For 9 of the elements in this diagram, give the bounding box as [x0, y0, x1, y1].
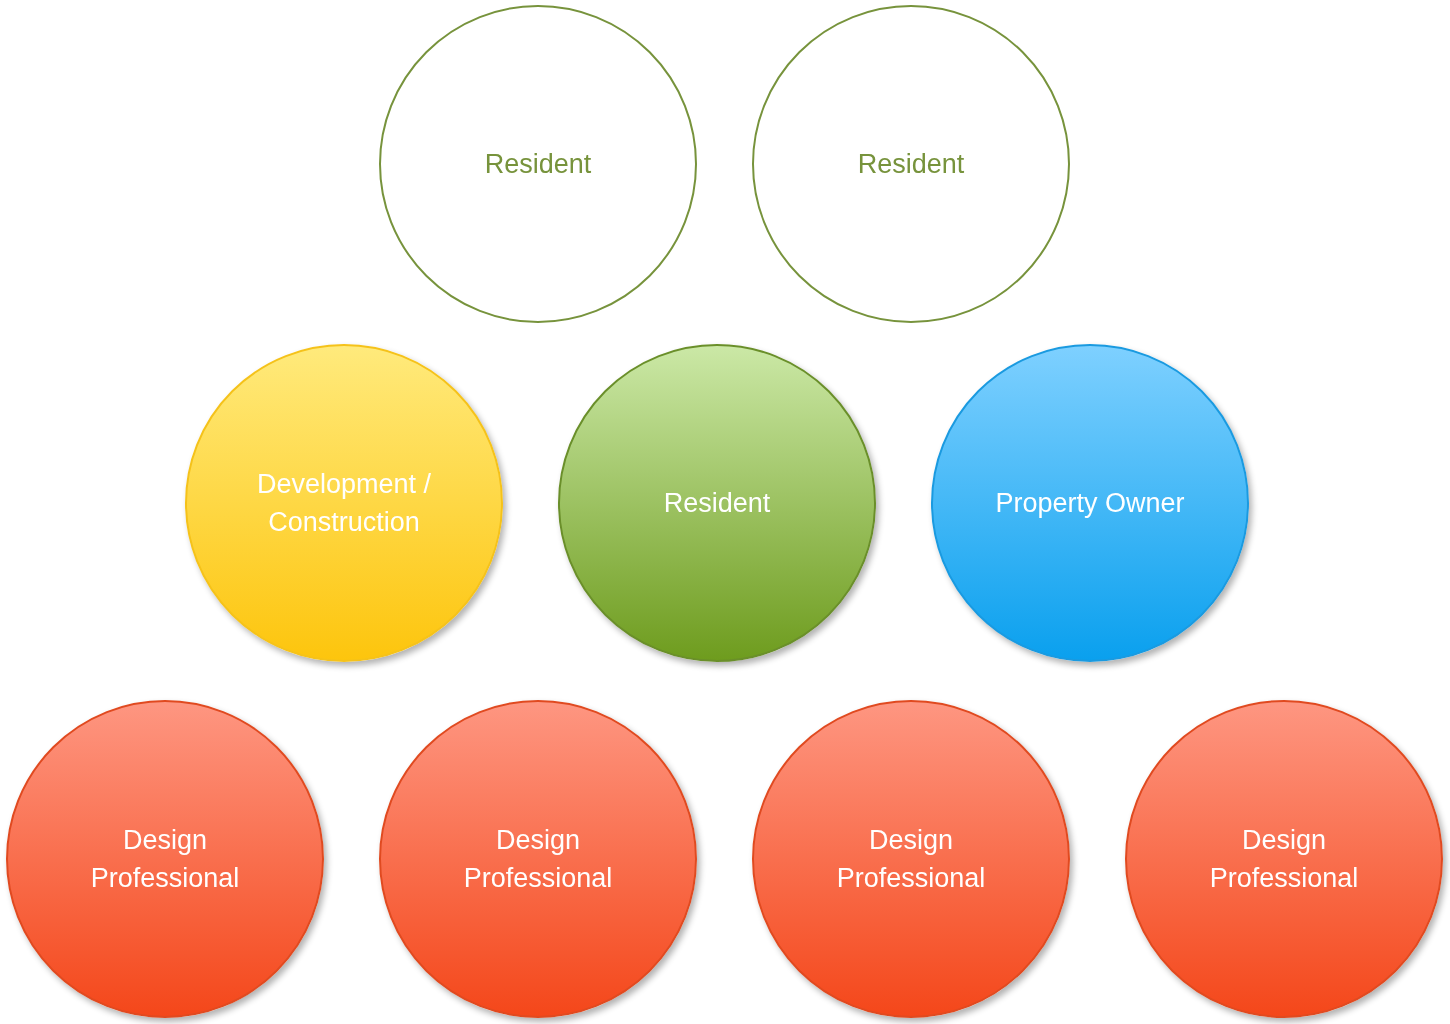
node-label: Design Professional	[89, 824, 241, 895]
node-label: Resident	[483, 148, 593, 181]
node-label: Development / Construction	[255, 468, 433, 539]
node-label: Design Professional	[462, 824, 614, 895]
node-label: Resident	[856, 148, 966, 181]
node-label: Design Professional	[835, 824, 987, 895]
node-label: Resident	[662, 487, 772, 520]
node-label: Property Owner	[994, 487, 1186, 520]
node-label: Design Professional	[1208, 824, 1360, 895]
